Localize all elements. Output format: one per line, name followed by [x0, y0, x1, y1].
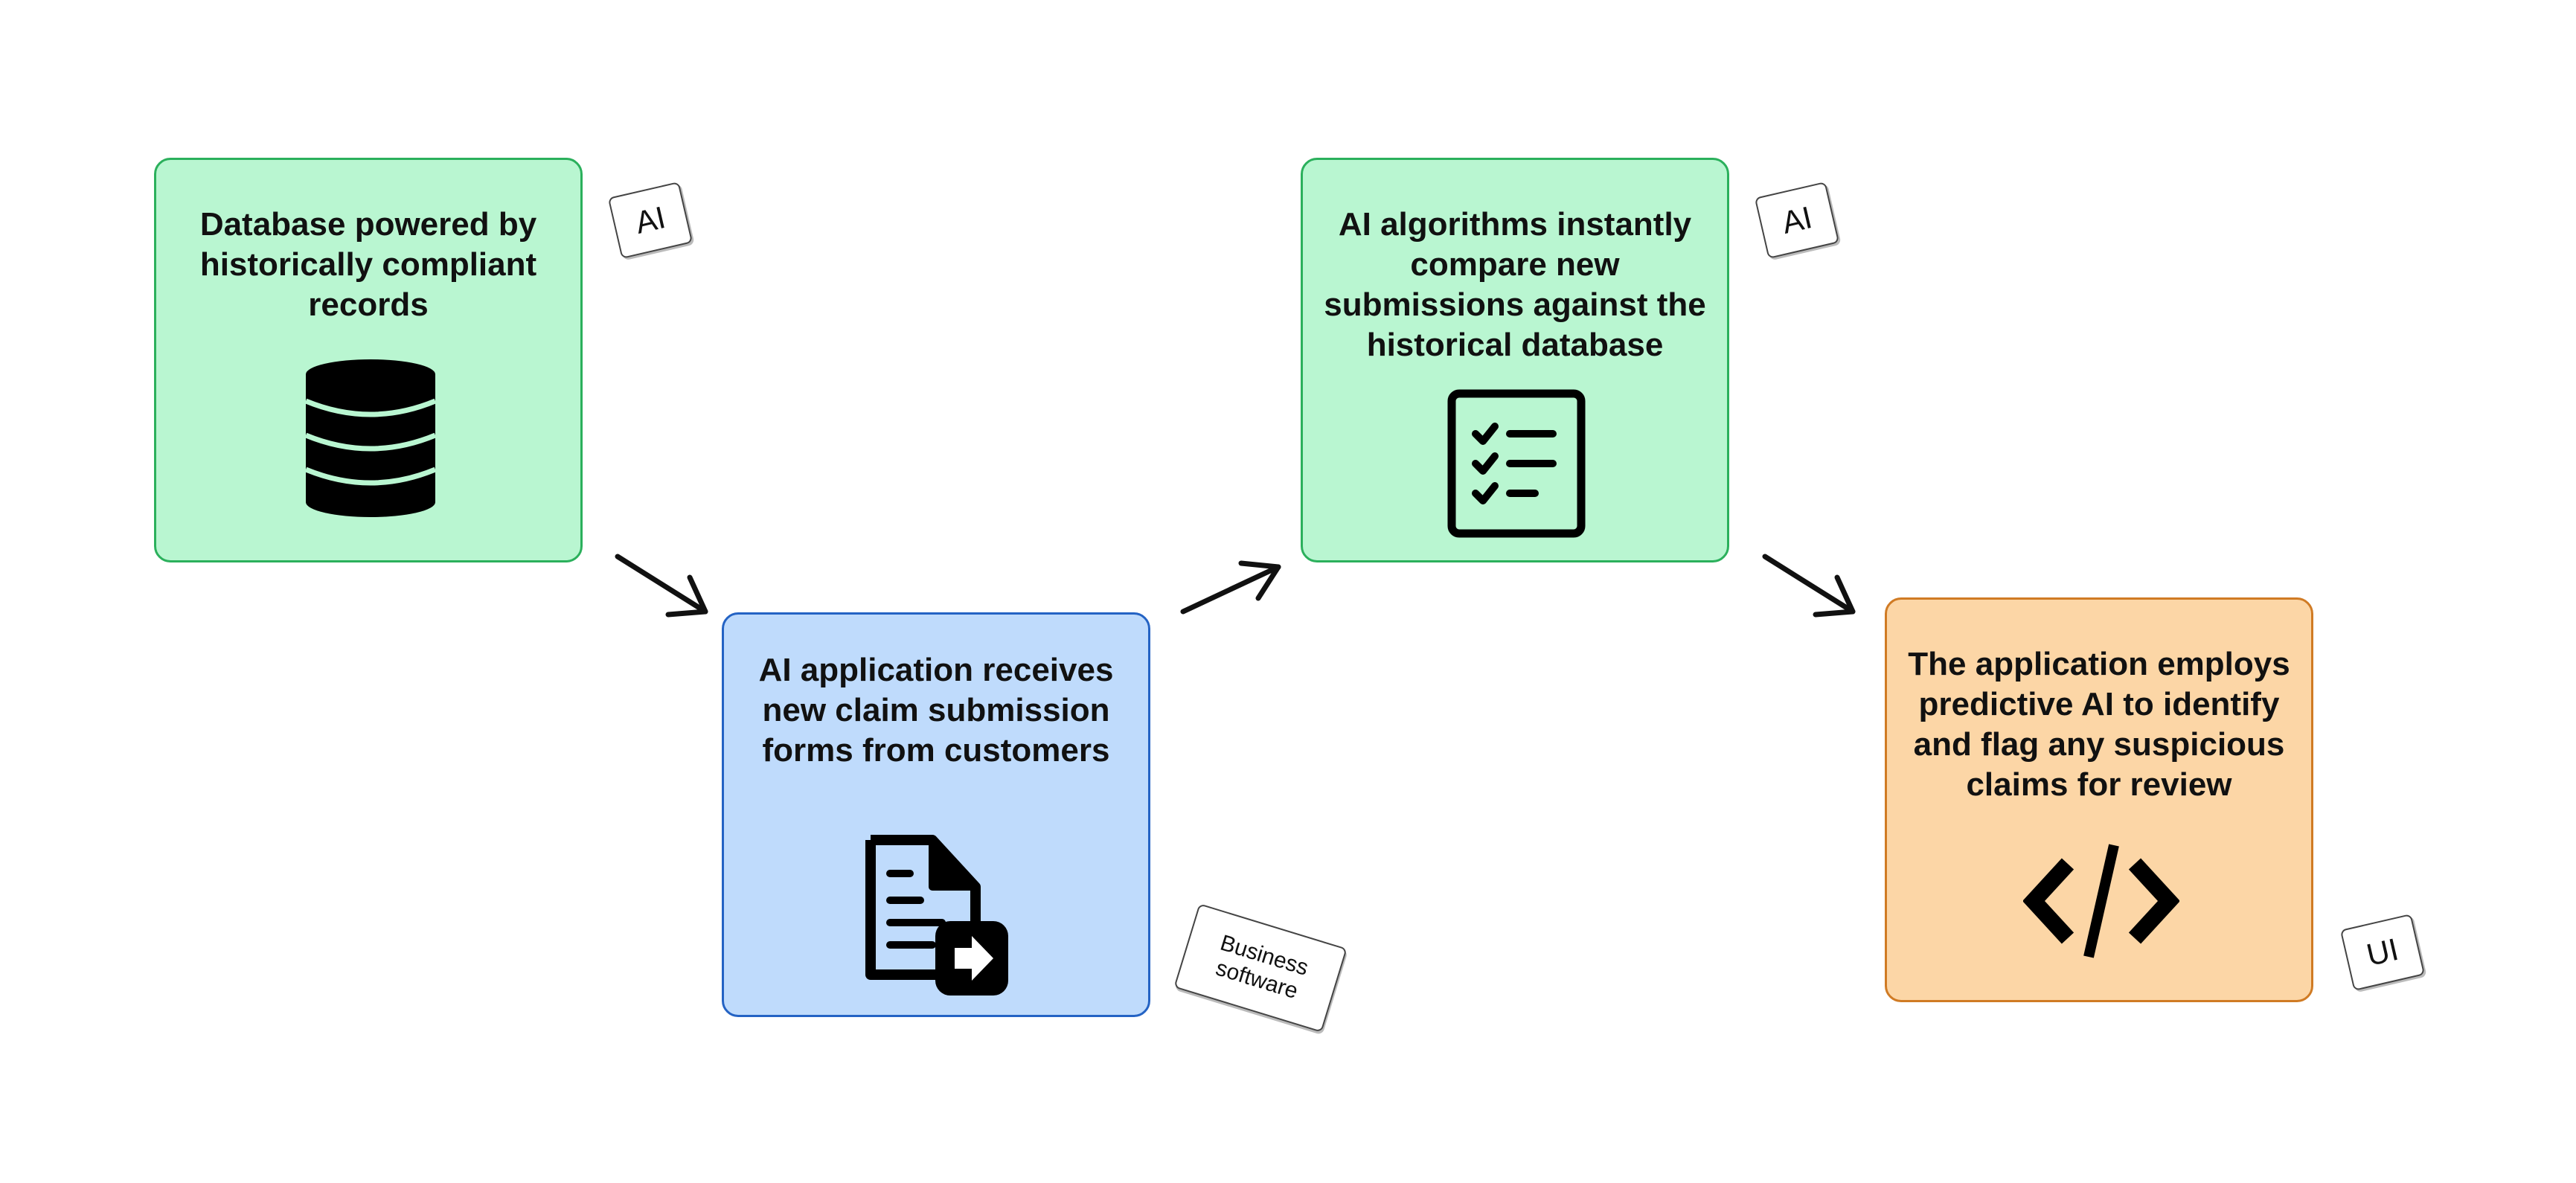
node-database-label: Database powered by historically complia…	[199, 206, 537, 323]
arrow-receive-to-compare	[1180, 560, 1281, 615]
arrow-database-to-receive	[615, 554, 708, 618]
node-flag-label: The application employs predictive AI to…	[1908, 646, 2290, 803]
arrow-compare-to-flag	[1762, 554, 1856, 618]
code-icon	[2022, 838, 2180, 968]
node-compare-label: AI algorithms instantly compare new subm…	[1324, 206, 1706, 363]
database-icon	[300, 359, 441, 523]
checklist-icon	[1447, 389, 1586, 542]
node-flag[interactable]: The application employs predictive AI to…	[1885, 597, 2313, 1002]
node-receive-label: AI application receives new claim submis…	[758, 652, 1114, 769]
document-import-icon	[864, 835, 1013, 1005]
node-database[interactable]: Database powered by historically complia…	[154, 158, 583, 562]
node-compare[interactable]: AI algorithms instantly compare new subm…	[1301, 158, 1729, 562]
node-receive[interactable]: AI application receives new claim submis…	[722, 612, 1150, 1017]
